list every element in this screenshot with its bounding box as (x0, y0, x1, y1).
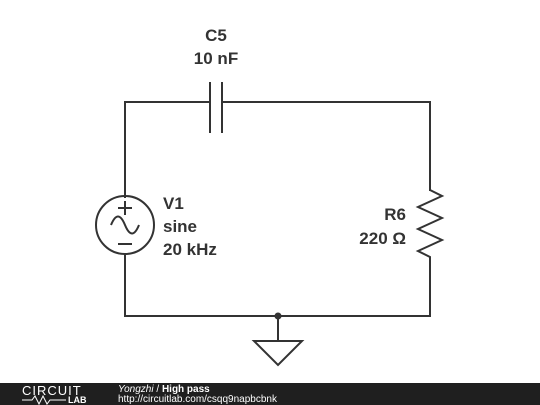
author-link[interactable]: Yongzhi (118, 384, 154, 395)
circuitlab-logo[interactable]: CIRCUIT LAB (22, 383, 102, 405)
junction-node (274, 312, 282, 320)
resistor-icon[interactable] (415, 189, 445, 260)
capacitor-value-label: 10 nF (194, 49, 238, 68)
ground-icon[interactable] (251, 340, 305, 367)
source-freq-label: 20 kHz (163, 240, 217, 259)
footer-bar: CIRCUIT LAB Yongzhi / High pass http://c… (0, 383, 540, 405)
circuit-schematic: C5 10 nF V1 sine 20 kHz R6 220 Ω (95, 26, 445, 367)
wire-right-bottom (277, 259, 431, 317)
capacitor-ref-label: C5 (205, 26, 227, 45)
wire-top-right (221, 101, 431, 191)
source-ref-label: V1 (163, 194, 184, 213)
title-separator: / (156, 384, 160, 395)
capacitor-icon[interactable] (209, 82, 223, 133)
resistor-value-label: 220 Ω (359, 229, 406, 248)
resistor-ref-label: R6 (384, 205, 406, 224)
logo-resistor-icon (22, 395, 66, 405)
logo-text-circuit: CIRCUIT (22, 383, 82, 398)
circuit-url-link[interactable]: http://circuitlab.com/csqq9napbcbnk (118, 394, 277, 405)
logo-bottom-row: LAB (22, 395, 102, 405)
sine-source-icon[interactable] (95, 195, 155, 255)
circuit-title[interactable]: High pass (161, 384, 210, 395)
logo-text-lab: LAB (68, 395, 87, 405)
wires (124, 101, 431, 342)
source-type-label: sine (163, 217, 197, 236)
footer-title-line: Yongzhi / High pass (118, 384, 210, 395)
wire-left-bottom (124, 253, 279, 317)
wire-top-left (124, 101, 211, 198)
